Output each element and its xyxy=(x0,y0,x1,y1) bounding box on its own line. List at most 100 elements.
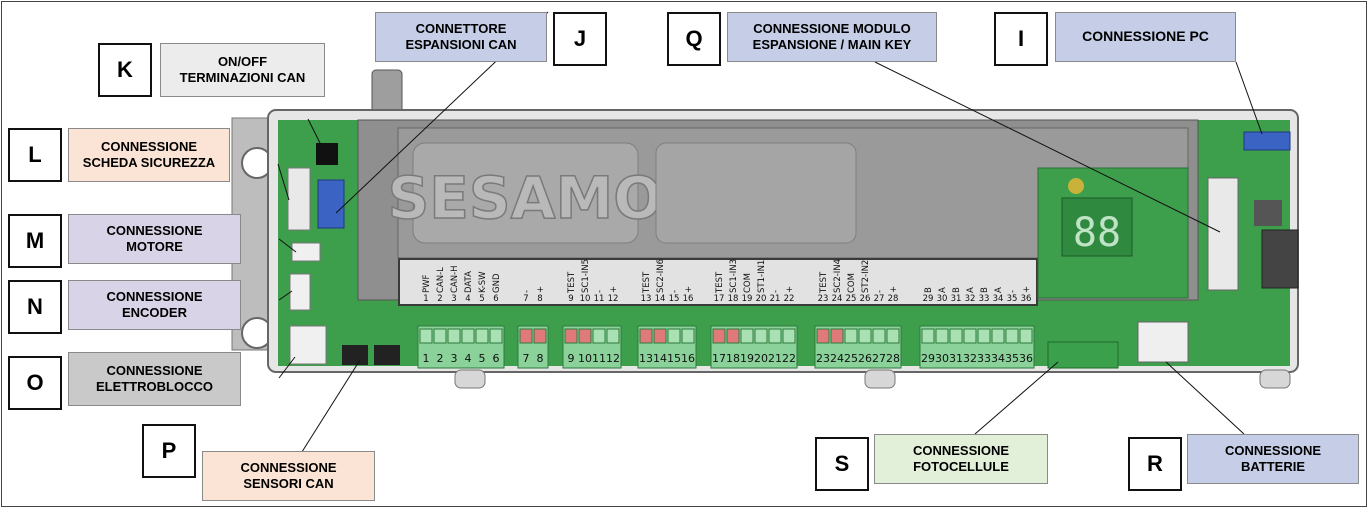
leader-i xyxy=(1235,61,1263,135)
terminal-screw xyxy=(639,328,653,344)
mount-tab-2 xyxy=(864,369,896,389)
pin-name-group: PWF1CAN-L2CAN-H3DATA4K-SW5GND6-7+8TEST9S… xyxy=(422,259,1032,304)
terminal-screw xyxy=(447,328,461,344)
pin-number: 12 xyxy=(608,294,619,304)
pin-name: B xyxy=(952,287,962,293)
terminal-screw xyxy=(489,328,503,344)
terminal-number: 13 xyxy=(639,352,653,365)
pin-name: - xyxy=(522,290,532,293)
pin-number: 19 xyxy=(742,294,753,304)
terminal-number: 7 xyxy=(523,352,530,365)
tag-q: Q xyxy=(667,12,721,66)
terminal-number: 14 xyxy=(653,352,667,365)
terminal-number: 21 xyxy=(768,352,782,365)
motor-connector xyxy=(291,242,321,262)
label-p-line1: CONNESSIONE xyxy=(240,459,337,475)
leader-n xyxy=(278,290,293,301)
pin-name: TEST xyxy=(819,271,829,294)
terminal-screw xyxy=(1019,328,1033,344)
pin-name: A xyxy=(938,287,948,293)
label-k-line1: ON/OFF xyxy=(217,53,268,69)
pin-name: A xyxy=(994,287,1004,293)
label-i-pc: CONNESSIONE PC xyxy=(1055,12,1236,62)
terminal-number: 8 xyxy=(537,352,544,365)
leader-r xyxy=(1165,361,1245,435)
label-j-can-expansion: CONNETTORE ESPANSIONI CAN xyxy=(375,12,547,62)
terminal-screw xyxy=(578,328,592,344)
label-j-line1: CONNETTORE xyxy=(415,20,507,36)
pin-name: K-SW xyxy=(478,271,488,293)
terminal-number: 15 xyxy=(667,352,681,365)
label-m-line1: CONNESSIONE xyxy=(106,222,203,238)
label-s-line1: CONNESSIONE xyxy=(912,442,1010,458)
label-o-line1: CONNESSIONE xyxy=(106,362,203,378)
brand-logo: SESAMO xyxy=(387,164,662,232)
pin-name: GND xyxy=(492,273,502,293)
terminal-screw xyxy=(782,328,796,344)
pin-name: SC2-IN6 xyxy=(656,259,666,293)
pin-number: 10 xyxy=(580,294,591,304)
terminal-screw xyxy=(433,328,447,344)
pin-name: + xyxy=(889,286,899,293)
pin-name: + xyxy=(609,286,619,293)
terminal-number: 25 xyxy=(844,352,858,365)
terminal-number: 23 xyxy=(816,352,830,365)
pin-name: B xyxy=(980,287,990,293)
terminal-screw xyxy=(754,328,768,344)
pin-number: 2 xyxy=(437,294,442,304)
terminal-number: 34 xyxy=(991,352,1005,365)
terminal-screw xyxy=(858,328,872,344)
electrolock-connector xyxy=(289,325,327,365)
pin-name: - xyxy=(670,290,680,293)
terminal-screw xyxy=(991,328,1005,344)
terminal-screw xyxy=(475,328,489,344)
label-q-line2: ESPANSIONE / MAIN KEY xyxy=(752,37,912,52)
terminal-number: 19 xyxy=(740,352,754,365)
terminal-number: 12 xyxy=(606,352,620,365)
pin-name: TEST xyxy=(715,271,725,294)
terminal-number: 9 xyxy=(568,352,575,365)
pin-name: SC1-IN3 xyxy=(729,259,739,293)
seven-segment-display xyxy=(1061,197,1133,257)
label-k-line2: TERMINAZIONI CAN xyxy=(179,70,306,85)
pin-number: 13 xyxy=(641,294,652,304)
pin-name: CAN-H xyxy=(450,265,460,293)
leader-p xyxy=(299,359,361,456)
label-l-safety-board: CONNESSIONE SCHEDA SICUREZZA xyxy=(68,128,230,182)
label-p-line2: SENSORI CAN xyxy=(243,476,334,491)
pin-number: 23 xyxy=(818,294,829,304)
pin-name: A xyxy=(966,287,976,293)
encoder-connector xyxy=(289,273,311,311)
pin-number: 31 xyxy=(951,294,962,304)
pin-name: + xyxy=(1022,286,1032,293)
leader-k xyxy=(307,118,323,148)
tag-i: I xyxy=(994,12,1048,66)
tag-k: K xyxy=(98,43,152,97)
label-i-line1: CONNESSIONE PC xyxy=(1082,28,1209,45)
power-connector xyxy=(1261,229,1299,289)
label-n-line1: CONNESSIONE xyxy=(106,288,203,304)
label-r-line2: BATTERIE xyxy=(1240,459,1306,474)
logo-plate xyxy=(412,142,639,244)
pin-number: 35 xyxy=(1007,294,1018,304)
leader-m xyxy=(278,238,297,253)
tag-j: J xyxy=(553,12,607,66)
terminal-screw xyxy=(667,328,681,344)
terminal-screw xyxy=(949,328,963,344)
terminal-number: 24 xyxy=(830,352,844,365)
terminal-number: 27 xyxy=(872,352,886,365)
terminal-screw xyxy=(1005,328,1019,344)
can-expansion-connector xyxy=(317,179,345,229)
tag-n: N xyxy=(8,280,62,334)
pin-name: ST2-IN2 xyxy=(861,260,871,293)
can-termination-jumpers xyxy=(316,143,338,165)
terminal-number: 20 xyxy=(754,352,768,365)
terminal-screw xyxy=(592,328,606,344)
terminal-screw xyxy=(886,328,900,344)
pin-number: 17 xyxy=(714,294,725,304)
leader-o xyxy=(278,356,296,379)
label-l-line2: SCHEDA SICUREZZA xyxy=(82,155,216,170)
terminal-screw xyxy=(977,328,991,344)
